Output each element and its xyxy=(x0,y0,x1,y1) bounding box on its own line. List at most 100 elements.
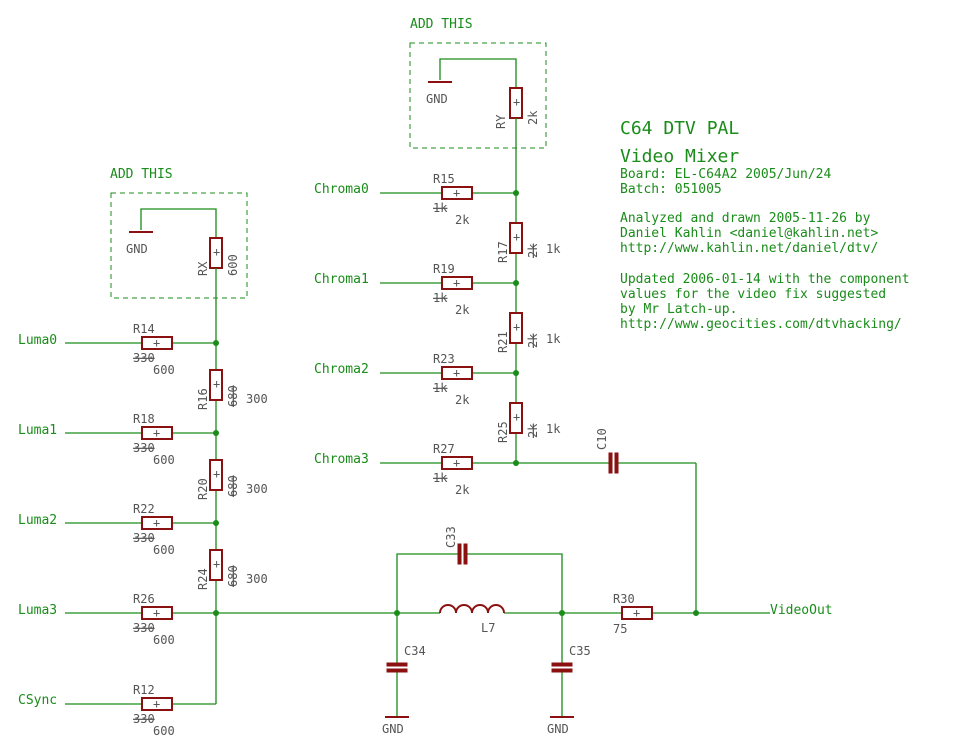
gnd-label-rx: GND xyxy=(126,242,148,256)
add-this-frame-ry xyxy=(409,42,547,149)
luma3-label: Luma3 xyxy=(18,603,57,618)
svg-text:+: + xyxy=(153,426,160,440)
resistor-r15: + R15 1k 2k xyxy=(433,172,473,227)
r17-old-value: 2k xyxy=(526,243,540,258)
r24-old-value: 680 xyxy=(226,565,240,587)
junction-dot xyxy=(213,430,219,436)
c34-name: C34 xyxy=(404,644,426,658)
svg-text:+: + xyxy=(453,276,460,290)
c10-name: C10 xyxy=(595,428,609,450)
ry-value: 2k xyxy=(526,110,540,125)
luma1-label: Luma1 xyxy=(18,423,57,438)
analyzed-line1: Analyzed and drawn 2005-11-26 by xyxy=(620,211,871,226)
batch-text: Batch: 051005 xyxy=(620,182,722,197)
r26-old-value: 330 xyxy=(133,621,155,635)
r19-new-value: 2k xyxy=(455,303,470,317)
resistor-r27: + R27 1k 2k xyxy=(433,442,473,497)
resistor-r16: + R16 680 300 xyxy=(196,369,268,410)
r24-new-value: 300 xyxy=(246,572,268,586)
r16-name: R16 xyxy=(196,388,210,410)
resistor-r30: + R30 75 xyxy=(613,592,653,636)
r23-name: R23 xyxy=(433,352,455,366)
svg-text:+: + xyxy=(213,377,220,391)
title-line2: Video Mixer xyxy=(620,146,739,167)
add-this-box-ry: ADD THIS GND + RY 2k xyxy=(409,17,547,149)
title-block: C64 DTV PAL Video Mixer Board: EL-C64A2 … xyxy=(620,118,910,332)
ry-name: RY xyxy=(494,114,508,129)
r22-old-value: 330 xyxy=(133,531,155,545)
r20-old-value: 680 xyxy=(226,475,240,497)
add-this-frame-rx xyxy=(110,192,248,299)
junction-dot xyxy=(513,370,519,376)
updated-line4: http://www.geocities.com/dtvhacking/ xyxy=(620,317,902,332)
r21-new-value: 1k xyxy=(546,332,561,346)
svg-text:+: + xyxy=(153,516,160,530)
gnd-label-c35: GND xyxy=(547,722,569,736)
r18-name: R18 xyxy=(133,412,155,426)
resistor-r19: + R19 1k 2k xyxy=(433,262,473,317)
rx-name: RX xyxy=(196,261,210,276)
resistor-r24: + R24 680 300 xyxy=(196,549,268,590)
svg-text:+: + xyxy=(453,366,460,380)
csync-label: CSync xyxy=(18,693,57,708)
r30-name: R30 xyxy=(613,592,635,606)
svg-text:+: + xyxy=(153,606,160,620)
svg-text:+: + xyxy=(453,456,460,470)
title-line1: C64 DTV PAL xyxy=(620,118,739,139)
r25-new-value: 1k xyxy=(546,422,561,436)
svg-text:+: + xyxy=(153,336,160,350)
r12-new-value: 600 xyxy=(153,724,175,738)
updated-line1: Updated 2006-01-14 with the component xyxy=(620,272,910,287)
svg-text:+: + xyxy=(213,467,220,481)
resistor-r21: + R21 2k 1k xyxy=(496,312,561,353)
r17-name: R17 xyxy=(496,241,510,263)
r26-name: R26 xyxy=(133,592,155,606)
capacitor-c34: C34 GND xyxy=(382,613,426,736)
resistor-r14: + R14 330 600 xyxy=(133,322,175,377)
r23-old-value: 1k xyxy=(433,381,448,395)
capacitor-c35: C35 GND xyxy=(547,613,591,736)
svg-text:+: + xyxy=(513,410,520,424)
chroma2-label: Chroma2 xyxy=(314,362,369,377)
output-filter: L7 C33 C34 GND C35 GND xyxy=(216,526,833,736)
resistor-r22: + R22 330 600 xyxy=(133,502,175,557)
chroma3-label: Chroma3 xyxy=(314,452,369,467)
capacitor-c33: C33 xyxy=(396,526,563,613)
svg-text:+: + xyxy=(153,697,160,711)
r22-name: R22 xyxy=(133,502,155,516)
r23-new-value: 2k xyxy=(455,393,470,407)
add-this-label-ry: ADD THIS xyxy=(410,17,473,32)
r30-value: 75 xyxy=(613,622,627,636)
r15-old-value: 1k xyxy=(433,201,448,215)
analyzed-line2: Daniel Kahlin <daniel@kahlin.net> xyxy=(620,226,878,241)
r15-name: R15 xyxy=(433,172,455,186)
r27-old-value: 1k xyxy=(433,471,448,485)
rx-value: 600 xyxy=(226,254,240,276)
chroma0-label: Chroma0 xyxy=(314,182,369,197)
r18-old-value: 330 xyxy=(133,441,155,455)
r12-name: R12 xyxy=(133,683,155,697)
c35-name: C35 xyxy=(569,644,591,658)
r14-new-value: 600 xyxy=(153,363,175,377)
analyzed-line3: http://www.kahlin.net/daniel/dtv/ xyxy=(620,241,878,256)
rx-gnd-wire xyxy=(140,208,217,238)
junction-dot xyxy=(394,610,400,616)
r27-new-value: 2k xyxy=(455,483,470,497)
plus-sign: + xyxy=(213,245,220,259)
c33-wire xyxy=(396,553,458,613)
resistor-r20: + R20 680 300 xyxy=(196,459,268,500)
r19-name: R19 xyxy=(433,262,455,276)
inductor-l7: L7 xyxy=(439,604,505,635)
gnd-label-c34: GND xyxy=(382,722,404,736)
r22-new-value: 600 xyxy=(153,543,175,557)
junction-dot xyxy=(213,520,219,526)
chroma1-label: Chroma1 xyxy=(314,272,369,287)
videoout-label: VideoOut xyxy=(770,603,833,618)
svg-text:+: + xyxy=(453,186,460,200)
add-this-label-rx: ADD THIS xyxy=(110,167,173,182)
svg-text:+: + xyxy=(633,606,640,620)
r26-new-value: 600 xyxy=(153,633,175,647)
junction-dot xyxy=(513,280,519,286)
plus-sign: + xyxy=(513,95,520,109)
